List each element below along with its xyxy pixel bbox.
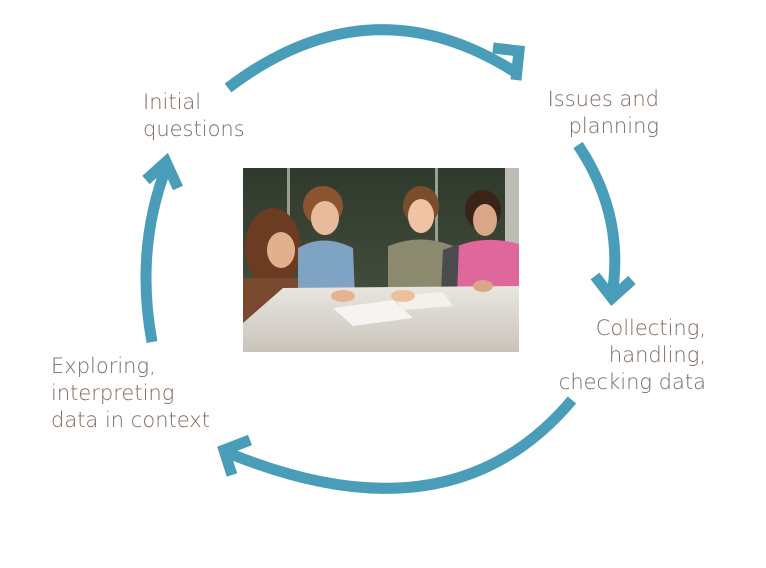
stage-issues-planning: Issues and planning (548, 86, 659, 140)
stage-line: data in context (51, 408, 210, 432)
arrow-right (573, 141, 621, 296)
stage-line: interpreting (51, 381, 175, 405)
arrow-right-head (590, 272, 636, 307)
arrow-left (140, 166, 172, 343)
stage-exploring-data: Exploring, interpreting data in context (51, 353, 210, 434)
arrow-top-head (492, 42, 526, 81)
arrow-top (224, 24, 518, 93)
stage-line: Exploring, (51, 354, 156, 378)
arrow-bottom (223, 396, 577, 494)
arrow-bottom-head (217, 434, 252, 477)
stage-line: planning (568, 114, 659, 138)
arrow-left-head (142, 152, 183, 191)
stage-line: handling, (608, 343, 706, 367)
stage-line: questions (143, 117, 245, 141)
stage-line: Issues and (547, 87, 659, 111)
stage-collecting-data: Collecting, handling, checking data (559, 315, 706, 396)
stage-line: Initial (143, 90, 202, 114)
students-photo (243, 168, 519, 352)
stage-line: Collecting, (595, 316, 706, 340)
stage-line: checking data (558, 370, 706, 394)
stage-initial-questions: Initial questions (143, 89, 245, 143)
